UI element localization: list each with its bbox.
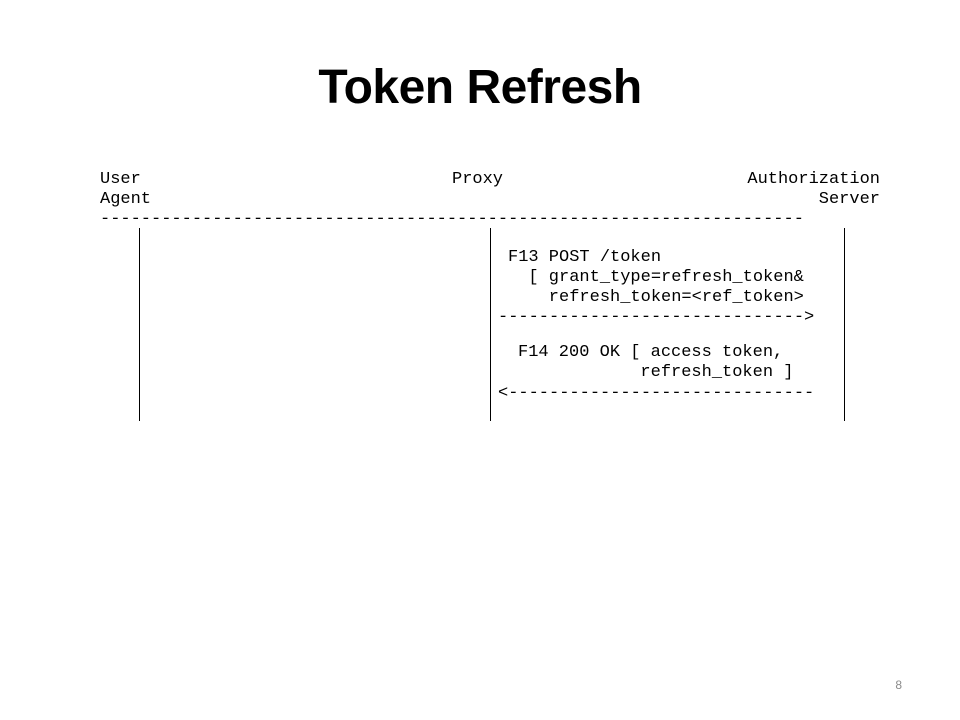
lifeline-user-agent — [139, 228, 140, 421]
message-f14-line1: F14 200 OK [ access token, — [518, 343, 784, 362]
lifeline-authorization-server — [844, 228, 845, 421]
message-f14-line2: refresh_token ] — [518, 363, 794, 382]
participant-authorization-server-line2: Server — [818, 190, 880, 209]
participant-user-agent-line2: Agent — [100, 190, 152, 209]
message-f13-line2: [ grant_type=refresh_token& — [508, 268, 804, 287]
arrow-f14-to-proxy: <------------------------------ — [498, 384, 815, 403]
sequence-diagram: User Agent Proxy Authorization Server --… — [100, 168, 880, 458]
participant-proxy: Proxy — [452, 170, 504, 189]
message-f13-line3: refresh_token=<ref_token> — [508, 288, 804, 307]
message-f13-line1: F13 POST /token — [508, 248, 662, 267]
slide-title: Token Refresh — [318, 61, 642, 114]
participant-user-agent-line1: User — [100, 170, 141, 189]
lifeline-proxy — [490, 228, 491, 421]
slide-number: 8 — [895, 678, 902, 692]
arrow-f13-to-server: ------------------------------> — [498, 308, 815, 327]
participant-authorization-server-line1: Authorization — [747, 170, 880, 189]
header-rule: ----------------------------------------… — [100, 210, 804, 229]
